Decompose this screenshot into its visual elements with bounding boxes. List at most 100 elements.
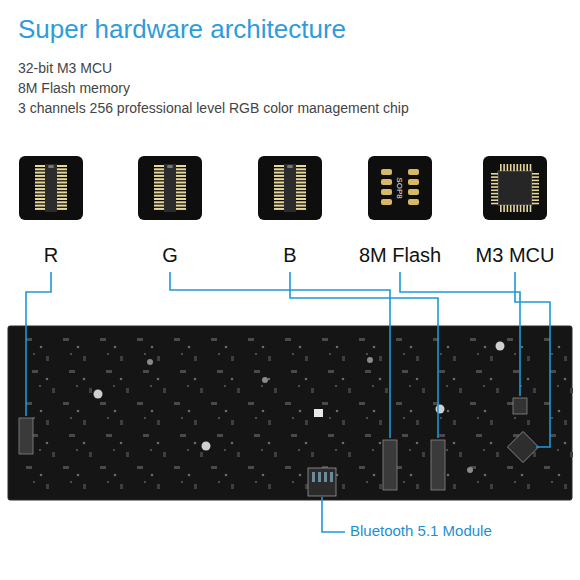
chip-pin xyxy=(296,172,306,174)
via xyxy=(416,378,419,381)
chip-pin xyxy=(274,178,284,180)
chip-pin xyxy=(296,178,306,180)
smd-part xyxy=(200,452,203,457)
via xyxy=(262,346,265,349)
smd-part xyxy=(211,466,217,469)
smd-part xyxy=(533,452,536,457)
chip-name: B xyxy=(283,244,296,267)
chip-pin xyxy=(154,201,164,203)
chip-pin xyxy=(491,173,498,175)
via xyxy=(514,417,516,419)
chip-pin xyxy=(296,195,306,197)
chip-pin xyxy=(274,191,284,193)
smd-part xyxy=(83,420,86,425)
chip-pin xyxy=(154,168,164,170)
screw-hole xyxy=(94,390,103,399)
chip-pin xyxy=(517,164,519,171)
via xyxy=(40,474,43,477)
smd-part xyxy=(527,420,530,425)
smd-part xyxy=(46,484,49,489)
via xyxy=(336,346,339,349)
via xyxy=(409,449,411,451)
chip-pin xyxy=(176,172,186,174)
via xyxy=(329,417,331,419)
smd-part xyxy=(422,388,425,393)
smd-part xyxy=(365,370,371,373)
chip-pin xyxy=(35,172,45,174)
via xyxy=(144,417,146,419)
smd-part xyxy=(459,388,462,393)
chip-pin xyxy=(57,208,67,210)
screw-hole xyxy=(147,359,153,365)
via xyxy=(187,449,189,451)
via xyxy=(372,385,374,387)
chip-name: R xyxy=(44,244,58,267)
chip-tile xyxy=(258,156,322,220)
via xyxy=(336,410,339,413)
smd-part xyxy=(544,466,550,469)
chip-pin xyxy=(491,199,498,201)
chip-notch xyxy=(48,165,54,168)
smd-part xyxy=(564,484,567,489)
via xyxy=(181,353,183,355)
screw-hole xyxy=(467,467,473,473)
chip-pad xyxy=(381,169,392,175)
chip-pin xyxy=(274,175,284,177)
smd-part xyxy=(200,388,203,393)
chip-pin xyxy=(296,185,306,187)
via xyxy=(521,346,524,349)
chip-pin xyxy=(532,199,539,201)
smd-part xyxy=(63,338,69,341)
smd-part xyxy=(285,466,291,469)
smd-part xyxy=(285,338,291,341)
chip-pin xyxy=(176,188,186,190)
chip-icon xyxy=(19,156,83,220)
via xyxy=(564,378,567,381)
chip-marking: SOP8 xyxy=(395,177,403,198)
chip-pin xyxy=(507,164,509,171)
smd-part xyxy=(211,338,217,341)
via xyxy=(255,481,257,483)
smd-part xyxy=(328,370,334,373)
smd-part xyxy=(69,434,75,437)
via xyxy=(484,410,487,413)
via xyxy=(342,378,345,381)
chip-pin xyxy=(274,172,284,174)
chip-pin xyxy=(510,205,512,212)
smd-part xyxy=(194,484,197,489)
via xyxy=(447,474,450,477)
chip-pin xyxy=(532,183,539,185)
via xyxy=(194,442,197,445)
via xyxy=(446,449,448,451)
chip-pin xyxy=(532,190,539,192)
smd-part xyxy=(342,356,345,361)
chip-pin xyxy=(513,164,515,171)
via xyxy=(77,474,80,477)
chip-body xyxy=(45,164,57,212)
smd-part xyxy=(137,466,143,469)
via xyxy=(39,385,41,387)
chip-pin xyxy=(503,205,505,212)
chip-pin xyxy=(274,182,284,184)
chip-pin xyxy=(532,196,539,198)
via xyxy=(77,346,80,349)
via xyxy=(120,378,123,381)
via xyxy=(225,346,228,349)
via xyxy=(527,378,530,381)
chip-pin xyxy=(35,201,45,203)
smd-part xyxy=(342,420,345,425)
smd-part xyxy=(453,484,456,489)
via xyxy=(373,410,376,413)
chip-pin xyxy=(57,198,67,200)
bluetooth-module-part xyxy=(308,468,336,496)
chip-pin xyxy=(35,208,45,210)
chip-pad xyxy=(381,179,392,185)
chip-pin xyxy=(274,205,284,207)
smd-part xyxy=(52,452,55,457)
chip-pin xyxy=(35,195,45,197)
led xyxy=(314,409,323,417)
chip-pin xyxy=(532,186,539,188)
chip-pin xyxy=(296,165,306,167)
chip-pin xyxy=(57,195,67,197)
